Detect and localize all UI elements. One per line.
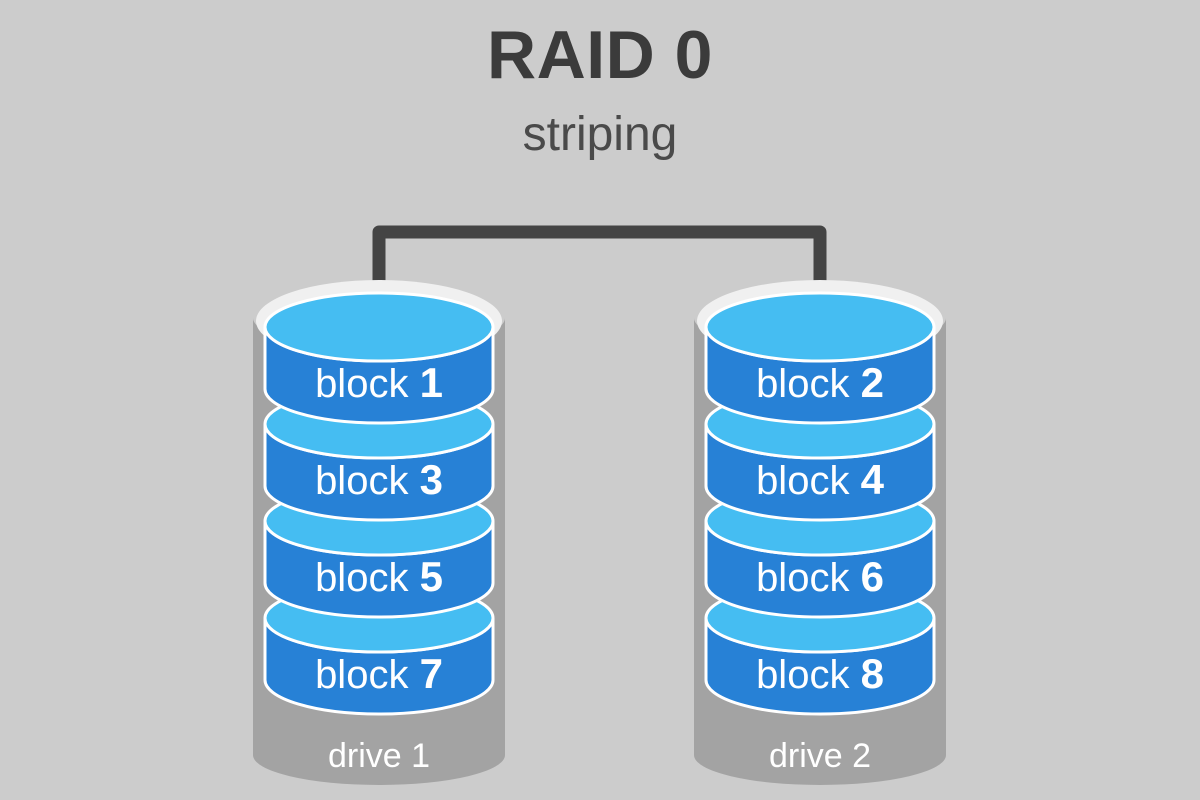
block-label-number: 3: [420, 456, 443, 503]
block-label-number: 2: [861, 359, 884, 406]
block-label-number: 6: [861, 553, 884, 600]
block-label: block 4: [756, 456, 885, 503]
drive-2-block-2[interactable]: block 2: [704, 291, 936, 425]
block-label-number: 8: [861, 650, 884, 697]
block-label-prefix: block: [315, 556, 420, 600]
block-label: block 5: [315, 553, 443, 600]
drive-1-label: drive 1: [328, 737, 430, 775]
disc-top-surface: [263, 291, 495, 363]
block-label: block 6: [756, 553, 884, 600]
block-label-prefix: block: [756, 459, 861, 503]
drive-1-block-1[interactable]: block 1: [263, 291, 495, 425]
block-label-prefix: block: [756, 556, 861, 600]
block-label-prefix: block: [756, 362, 861, 406]
drive-2-label: drive 2: [769, 737, 871, 775]
disc-top-surface: [704, 291, 936, 363]
page-title: RAID 0: [487, 17, 713, 93]
block-label: block 1: [315, 359, 443, 406]
block-label-number: 5: [420, 553, 443, 600]
block-label-number: 7: [420, 650, 443, 697]
block-label-number: 1: [420, 359, 443, 406]
block-label-prefix: block: [756, 653, 861, 697]
block-label-prefix: block: [315, 459, 420, 503]
block-label: block 7: [315, 650, 443, 697]
block-label: block 2: [756, 359, 884, 406]
block-label-prefix: block: [315, 653, 420, 697]
block-label-prefix: block: [315, 362, 420, 406]
block-label: block 8: [756, 650, 884, 697]
page-subtitle: striping: [523, 108, 678, 161]
block-label-number: 4: [861, 456, 885, 503]
block-label: block 3: [315, 456, 443, 503]
